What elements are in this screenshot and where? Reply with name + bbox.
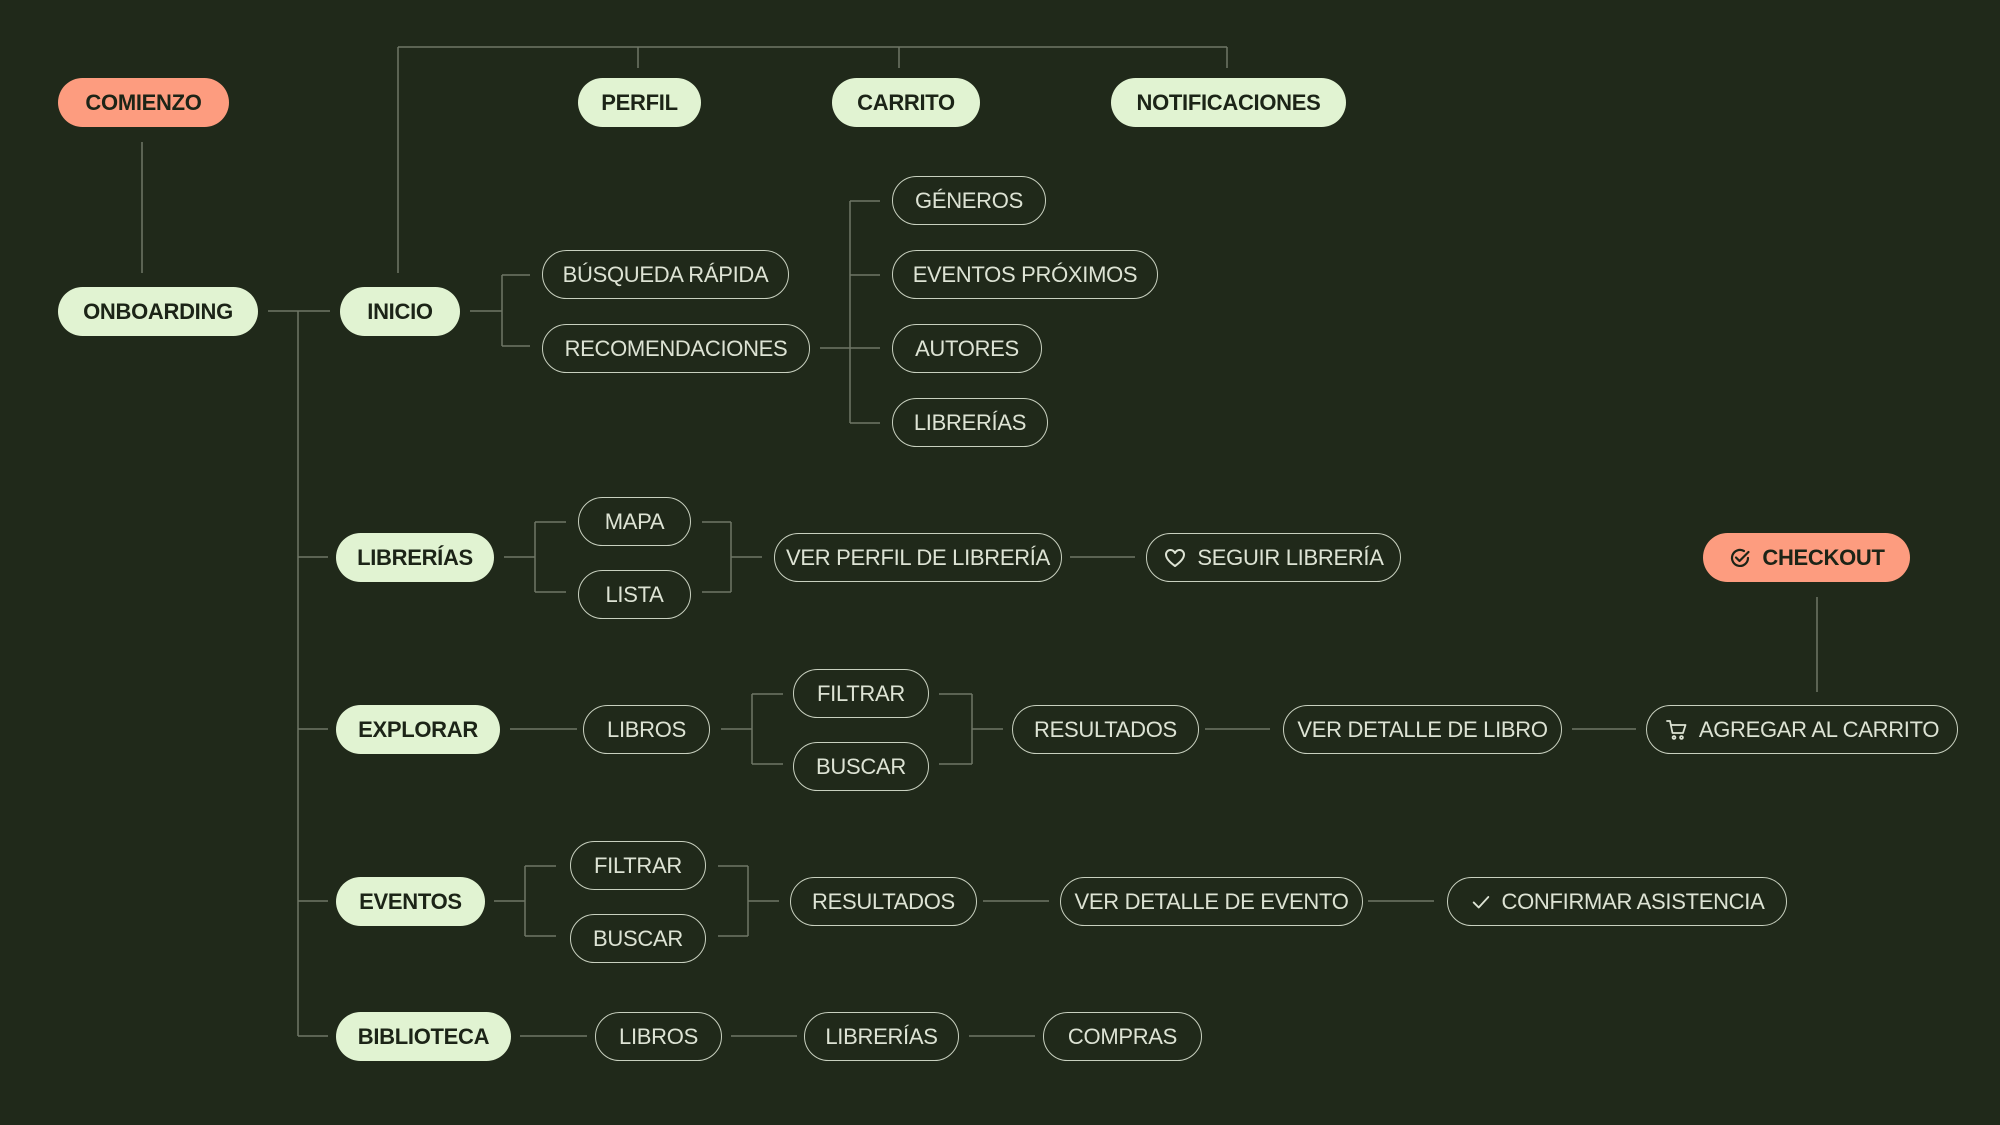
busqueda-rapida-node[interactable]: BÚSQUEDA RÁPIDA [542, 250, 789, 299]
perfil-node[interactable]: PERFIL [578, 78, 701, 127]
generos-node[interactable]: GÉNEROS [892, 176, 1046, 225]
confirmar-asistencia-node[interactable]: CONFIRMAR ASISTENCIA [1447, 877, 1787, 926]
confirmar-asistencia-label: CONFIRMAR ASISTENCIA [1501, 888, 1765, 914]
biblioteca-libros-node[interactable]: LIBROS [595, 1012, 722, 1061]
recomendaciones-node[interactable]: RECOMENDACIONES [542, 324, 810, 373]
onboarding-node[interactable]: ONBOARDING [58, 287, 258, 336]
checkout-label: CHECKOUT [1762, 544, 1885, 570]
lista-node[interactable]: LISTA [578, 570, 691, 619]
biblioteca-node[interactable]: BIBLIOTECA [336, 1012, 511, 1061]
check-icon [1472, 895, 1489, 908]
ver-detalle-evento-node[interactable]: VER DETALLE DE EVENTO [1060, 877, 1363, 926]
autores-node[interactable]: AUTORES [892, 324, 1042, 373]
eventos-node[interactable]: EVENTOS [336, 877, 485, 926]
eventos-buscar-node[interactable]: BUSCAR [570, 914, 706, 963]
librerias-reco-node[interactable]: LIBRERÍAS [892, 398, 1048, 447]
seguir-libreria-label: SEGUIR LIBRERÍA [1197, 544, 1384, 570]
ver-perfil-libreria-node[interactable]: VER PERFIL DE LIBRERÍA [774, 533, 1062, 582]
explorar-libros-node[interactable]: LIBROS [583, 705, 710, 754]
agregar-carrito-node[interactable]: AGREGAR AL CARRITO [1646, 705, 1958, 754]
heart-icon [1165, 548, 1186, 567]
comienzo-node: COMIENZO [58, 78, 229, 127]
mapa-node[interactable]: MAPA [578, 497, 691, 546]
explorar-node[interactable]: EXPLORAR [336, 705, 500, 754]
explorar-buscar-node[interactable]: BUSCAR [793, 742, 929, 791]
explorar-resultados-node[interactable]: RESULTADOS [1012, 705, 1199, 754]
inicio-node[interactable]: INICIO [340, 287, 460, 336]
check-circle-icon [1731, 548, 1750, 567]
eventos-resultados-node[interactable]: RESULTADOS [790, 877, 977, 926]
agregar-carrito-label: AGREGAR AL CARRITO [1698, 716, 1940, 742]
notificaciones-node[interactable]: NOTIFICACIONES [1111, 78, 1346, 127]
biblioteca-librerias-node[interactable]: LIBRERÍAS [804, 1012, 959, 1061]
eventos-proximos-node[interactable]: EVENTOS PRÓXIMOS [892, 250, 1158, 299]
seguir-libreria-node[interactable]: SEGUIR LIBRERÍA [1146, 533, 1401, 582]
explorar-filtrar-node[interactable]: FILTRAR [793, 669, 929, 718]
ver-detalle-libro-node[interactable]: VER DETALLE DE LIBRO [1283, 705, 1562, 754]
compras-node[interactable]: COMPRAS [1043, 1012, 1202, 1061]
librerias-node[interactable]: LIBRERÍAS [336, 533, 494, 582]
cart-icon [1665, 719, 1687, 740]
carrito-node[interactable]: CARRITO [832, 78, 980, 127]
checkout-node[interactable]: CHECKOUT [1703, 533, 1910, 582]
eventos-filtrar-node[interactable]: FILTRAR [570, 841, 706, 890]
